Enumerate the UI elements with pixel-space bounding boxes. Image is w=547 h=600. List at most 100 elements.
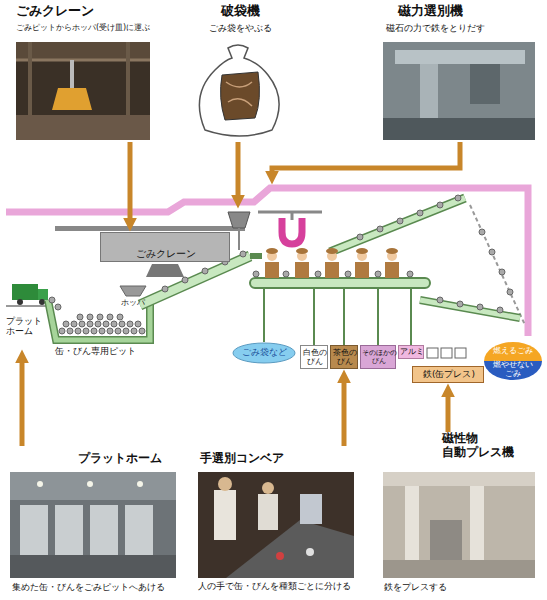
truck-symbol (12, 284, 38, 300)
magnet-photo (395, 50, 525, 64)
node-heading: 白色の びん (301, 348, 329, 366)
can-item (63, 321, 69, 327)
can-item (117, 314, 123, 320)
node-text: 集めた缶・びんをごみピットへあける (12, 582, 180, 592)
callout-box: 手選別コンベア人の手で缶・びんを種類ごとに分ける (196, 446, 358, 598)
crane-photo (16, 42, 150, 140)
can-item (397, 218, 403, 224)
can-item (59, 328, 65, 334)
callout-box: プラットホーム集めた缶・びんをごみピットへあける (8, 446, 180, 598)
can-item (182, 277, 188, 283)
output-bin: 茶色の びん (330, 345, 358, 369)
output-ellipse: 燃えるごみ燃やせない ごみ (484, 342, 542, 380)
output-ellipse: ごみ袋など (232, 342, 296, 364)
magnet-photo (383, 42, 535, 140)
can-item (131, 328, 137, 334)
truck-symbol (17, 299, 23, 305)
can-item (87, 314, 93, 320)
output-bin: 白色の びん (300, 345, 328, 369)
sorting-photo (198, 472, 354, 578)
pit-conveyor (48, 256, 262, 340)
building-outline (6, 188, 528, 336)
sorting-photo (218, 477, 232, 491)
sorting-photo (306, 548, 314, 556)
small-box (455, 348, 466, 358)
sorting-conveyor (313, 288, 315, 345)
worker-figure (266, 248, 278, 254)
worker-figure (356, 248, 368, 254)
truck-symbol (39, 299, 45, 305)
platform-photo (37, 481, 43, 487)
sorting-conveyor (330, 198, 465, 252)
node-text: 人の手で缶・びんを種類ごとに分ける (198, 582, 358, 592)
sorting-conveyor (330, 198, 465, 252)
can-item (107, 314, 113, 320)
small-box (427, 348, 466, 358)
diagram-label: プラット ホーム (6, 316, 46, 337)
press-photo (383, 472, 535, 578)
can-item (417, 210, 423, 216)
can-item (127, 321, 133, 327)
truck-symbol (12, 284, 48, 305)
magnet-photo (470, 64, 500, 104)
can-item (202, 268, 208, 274)
diagram-label: 缶・びん専用ピット (30, 346, 160, 356)
can-item (479, 229, 485, 235)
can-item (91, 328, 97, 334)
worker-figure (355, 262, 369, 278)
magnet-symbol (291, 212, 294, 220)
press-photo (383, 560, 535, 578)
node-heading: 燃えるごみ (484, 346, 542, 355)
crane-photo (52, 88, 92, 110)
worker-figure (386, 248, 398, 254)
platform-photo (55, 505, 83, 555)
callout-box: ごみクレーンごみピットからホッパ(受け皿)に運ぶ (10, 4, 160, 142)
can-item (437, 202, 443, 208)
node-text: 鉄をプレスする (384, 582, 534, 592)
can-item (99, 328, 105, 334)
sorting-photo (276, 552, 284, 560)
can-item (107, 328, 113, 334)
press-photo (383, 472, 535, 578)
node-heading: ごみ袋など (232, 347, 296, 357)
callout-box: 磁力選別機磁石の力で鉄をとりだす (380, 4, 540, 142)
callout-box: 磁性物 自動プレス機鉄をプレスする (380, 432, 540, 598)
output-bin: 鉄(缶プレス) (412, 366, 484, 383)
node-heading: そのほかの びん (361, 349, 397, 365)
can-item (79, 321, 85, 327)
magnet-photo (420, 64, 438, 124)
pit-conveyor (120, 286, 146, 296)
pointer-arrow (128, 142, 133, 219)
can-item (95, 321, 101, 327)
can-item (77, 314, 83, 320)
pit-conveyor (140, 256, 250, 305)
node-heading: ごみクレーン (16, 4, 156, 19)
worker-figure (385, 262, 399, 278)
platform-photo (10, 472, 176, 578)
pointer-arrow (22, 142, 460, 446)
sorting-conveyor (377, 288, 379, 345)
crane-rail (146, 264, 184, 277)
platform-photo (90, 505, 118, 555)
pointer-arrow (446, 396, 451, 432)
sorting-photo (262, 482, 274, 494)
magnet-photo (383, 42, 535, 140)
pointer-arrow (272, 142, 460, 172)
magnet-symbol (258, 211, 322, 214)
press-photo (383, 472, 535, 486)
can-item (253, 271, 259, 277)
crane-photo (16, 115, 150, 140)
sorting-conveyor (250, 278, 430, 288)
node-text: ごみ袋をやぶる (185, 23, 295, 33)
sorting-photo (300, 494, 322, 524)
node-heading: 鉄(缶プレス) (413, 369, 485, 379)
small-box (441, 348, 452, 358)
node-heading: 磁性物 自動プレス機 (442, 432, 532, 460)
bag-illustration (221, 72, 260, 120)
worker-figure (265, 262, 279, 278)
platform-photo (10, 555, 176, 578)
node-heading: 破袋機 (185, 4, 295, 19)
output-bin: アルミ (398, 345, 424, 359)
